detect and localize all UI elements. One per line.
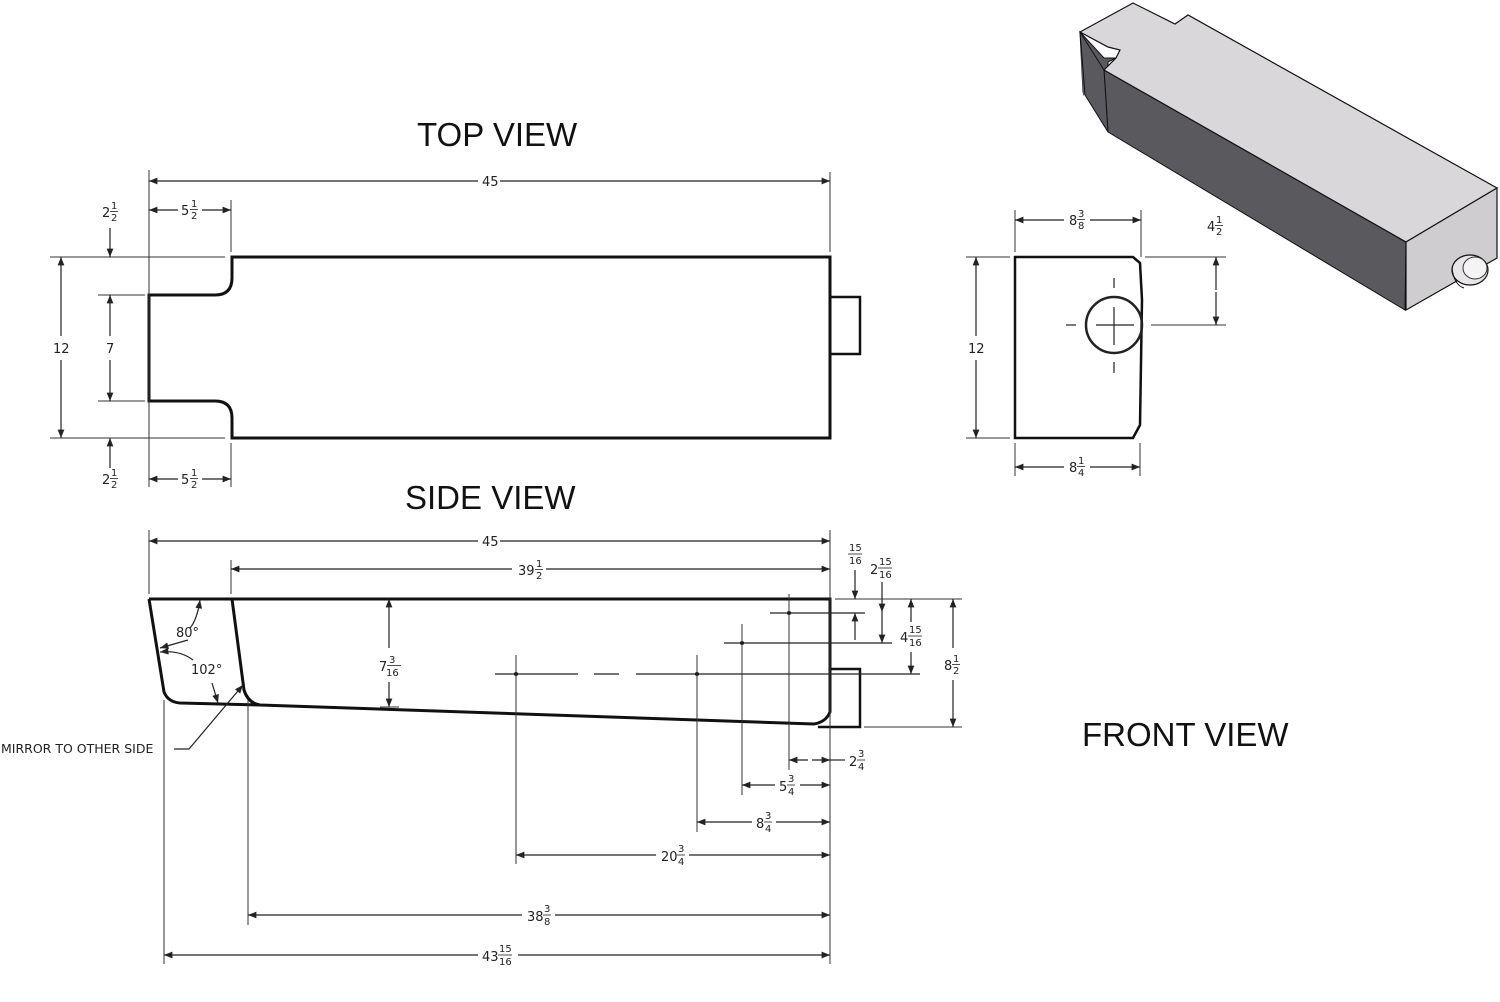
svg-text:8: 8	[944, 659, 952, 674]
dim-side-20-3-4: 20 3 4	[661, 844, 685, 868]
svg-text:3: 3	[858, 749, 864, 760]
top-view-title: TOP VIEW	[417, 116, 578, 153]
dim-end-bottom-width: 8 1 4	[1069, 456, 1085, 479]
svg-text:2: 2	[849, 755, 857, 770]
dim-angle-102: 102°	[191, 663, 222, 678]
svg-text:4: 4	[1207, 220, 1215, 235]
dim-angle-80: 80°	[176, 626, 199, 641]
svg-text:4: 4	[678, 857, 684, 868]
svg-text:3: 3	[765, 811, 771, 822]
dim-side-2-3-4: 2 3 4	[849, 749, 865, 773]
dim-side-2-15-16: 2 15 16	[870, 557, 892, 581]
dim-top-overall-length: 45	[482, 175, 499, 190]
svg-text:2: 2	[111, 213, 117, 224]
svg-text:2: 2	[1216, 227, 1222, 238]
svg-text:4: 4	[788, 787, 794, 798]
svg-text:4: 4	[858, 762, 864, 773]
svg-text:3: 3	[678, 844, 684, 855]
dim-side-5-3-4: 5 3 4	[779, 774, 795, 798]
dim-top-overall-width: 12	[53, 342, 70, 357]
dim-top-notch-length-top: 5 1 2	[181, 199, 198, 222]
svg-text:39: 39	[518, 564, 535, 579]
top-view-outlet	[828, 295, 862, 356]
svg-text:2: 2	[102, 206, 110, 221]
side-view-title: SIDE VIEW	[405, 479, 576, 516]
svg-text:16: 16	[499, 957, 512, 968]
dim-side-main-length: 39 1 2	[518, 559, 543, 582]
svg-text:20: 20	[661, 850, 678, 865]
svg-text:43: 43	[482, 950, 499, 965]
svg-text:2: 2	[191, 211, 197, 222]
dim-side-4-15-16: 4 15 16	[900, 625, 922, 649]
isometric-view	[1078, 2, 1499, 312]
svg-text:1: 1	[111, 201, 117, 212]
svg-text:2: 2	[870, 563, 878, 578]
dim-top-notch-width: 7	[106, 342, 114, 357]
svg-text:8: 8	[756, 817, 764, 832]
end-view-outline	[1013, 255, 1144, 440]
svg-text:1: 1	[953, 654, 959, 665]
svg-text:1: 1	[191, 468, 197, 479]
svg-text:3: 3	[389, 655, 395, 666]
dim-side-overall-length: 45	[482, 535, 499, 550]
svg-text:16: 16	[386, 668, 399, 679]
svg-text:3: 3	[544, 904, 550, 915]
dim-end-port-offset: 4 1 2	[1207, 215, 1223, 238]
svg-text:15: 15	[879, 557, 892, 568]
svg-text:4: 4	[1078, 468, 1084, 479]
svg-text:8: 8	[1069, 214, 1077, 229]
svg-text:8: 8	[1078, 221, 1084, 232]
svg-text:16: 16	[909, 638, 922, 649]
svg-text:5: 5	[181, 473, 189, 488]
side-view-outlet	[818, 667, 862, 729]
svg-text:8: 8	[544, 917, 550, 928]
svg-text:1: 1	[536, 559, 542, 570]
svg-text:2: 2	[953, 666, 959, 677]
svg-text:38: 38	[527, 910, 544, 925]
end-view: 8 3 8 8 1 4 12 4 1 2	[966, 209, 1226, 479]
dim-side-43-15-16: 43 15 16	[482, 944, 512, 968]
side-view: SIDE VIEW 45 3	[1, 479, 962, 968]
dim-side-front-height: 7 3 16	[379, 655, 401, 679]
dim-top-notch-length-bottom: 5 1 2	[181, 468, 198, 491]
dim-side-38-3-8: 38 3 8	[527, 904, 551, 928]
svg-text:15: 15	[909, 625, 922, 636]
svg-text:1: 1	[191, 199, 197, 210]
svg-text:2: 2	[102, 473, 110, 488]
dim-end-height: 12	[968, 342, 985, 357]
dim-side-15-16: 15 16	[848, 543, 862, 567]
dim-end-top-width: 8 3 8	[1069, 209, 1085, 232]
svg-text:8: 8	[1069, 461, 1077, 476]
svg-text:15: 15	[499, 944, 512, 955]
svg-text:1: 1	[1216, 215, 1222, 226]
end-view-port-circle	[1084, 295, 1144, 355]
svg-text:1: 1	[111, 468, 117, 479]
top-view-outline	[147, 255, 832, 440]
svg-text:4: 4	[900, 631, 908, 646]
dim-top-notch-depth-bottom: 2 1 2	[102, 468, 118, 491]
svg-text:5: 5	[779, 780, 787, 795]
side-view-outline	[147, 597, 832, 726]
iso-end-face	[1405, 186, 1498, 312]
dim-top-notch-depth-top: 2 1 2	[102, 201, 118, 224]
svg-text:5: 5	[181, 204, 189, 219]
mirror-note: MIRROR TO OTHER SIDE	[1, 741, 153, 756]
svg-text:4: 4	[765, 824, 771, 835]
svg-text:2: 2	[536, 571, 542, 582]
front-view-title: FRONT VIEW	[1082, 716, 1289, 753]
svg-text:3: 3	[788, 774, 794, 785]
svg-text:2: 2	[111, 480, 117, 491]
svg-text:3: 3	[1078, 209, 1084, 220]
svg-text:15: 15	[849, 543, 862, 554]
top-view: TOP VIEW 45 5 1 2 5 1	[50, 116, 862, 491]
dim-side-8-3-4: 8 3 4	[756, 811, 772, 835]
svg-text:2: 2	[191, 480, 197, 491]
svg-text:1: 1	[1078, 456, 1084, 467]
svg-text:16: 16	[879, 570, 892, 581]
dim-side-rear-height: 8 1 2	[944, 654, 960, 677]
svg-text:7: 7	[379, 660, 387, 675]
svg-text:16: 16	[849, 556, 862, 567]
